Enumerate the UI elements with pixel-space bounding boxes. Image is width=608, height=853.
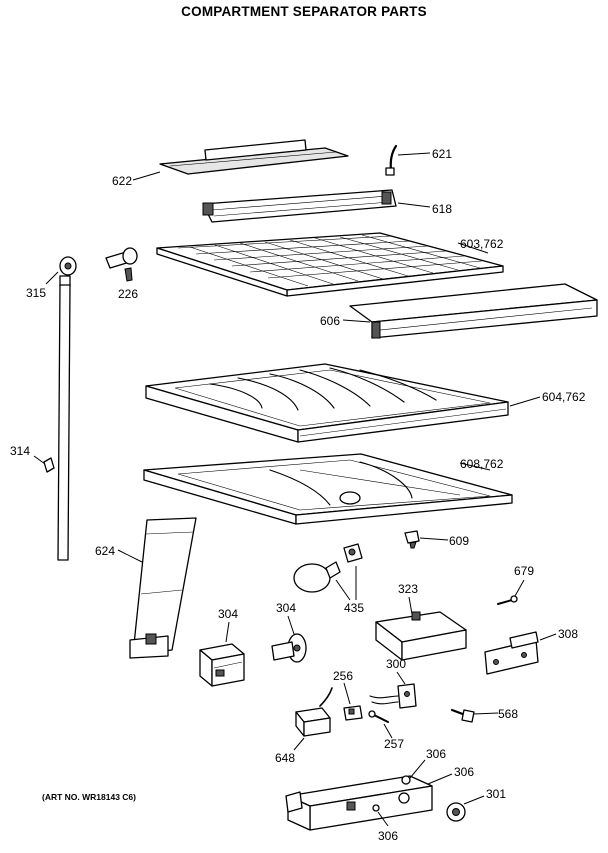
callout-568: 568	[498, 707, 518, 721]
callout-308: 308	[558, 627, 578, 641]
callout-624: 624	[95, 544, 115, 558]
callout-306a: 306	[426, 747, 446, 761]
callout-306c: 306	[378, 829, 398, 843]
part-603-shelf	[156, 232, 504, 297]
part-609-clip	[404, 530, 420, 549]
part-323-housing	[375, 611, 467, 661]
callout-606: 606	[320, 314, 340, 328]
callout-622: 622	[112, 174, 132, 188]
part-568-screw	[450, 708, 475, 723]
part-618-rail	[202, 189, 397, 223]
callout-608: 608,762	[460, 457, 504, 471]
callout-257: 257	[384, 737, 404, 751]
callout-226: 226	[118, 287, 138, 301]
callout-609: 609	[449, 534, 469, 548]
part-621-wire	[385, 144, 398, 176]
art-number: (ART NO. WR18143 C6)	[42, 792, 136, 802]
callout-323: 323	[398, 582, 418, 596]
part-435-bulb	[293, 543, 363, 593]
part-304-overload	[271, 633, 307, 663]
part-226-bolt	[105, 247, 138, 282]
part-604-cover	[145, 363, 509, 443]
callout-603: 603,762	[460, 237, 504, 251]
part-308-bracket	[484, 631, 539, 675]
part-606-trim	[349, 283, 598, 339]
callout-618: 618	[432, 202, 452, 216]
callout-306b: 306	[454, 765, 474, 779]
callout-304b: 304	[276, 601, 296, 615]
callout-648: 648	[275, 751, 295, 765]
part-315-hinge	[59, 256, 77, 287]
part-679-screw	[497, 595, 518, 605]
part-301-nut	[446, 802, 466, 822]
callout-256: 256	[333, 669, 353, 683]
callout-679: 679	[514, 564, 534, 578]
part-622-cover	[159, 139, 349, 175]
part-648-timer	[295, 687, 333, 737]
callout-604: 604,762	[542, 390, 586, 404]
diagram-title: COMPARTMENT SEPARATOR PARTS	[181, 4, 427, 19]
part-314-bar	[43, 284, 71, 561]
part-304-relay	[199, 643, 245, 687]
callout-301: 301	[486, 787, 506, 801]
callout-304a: 304	[218, 607, 238, 621]
part-608-separator	[143, 453, 513, 525]
part-306-bracket	[285, 775, 433, 831]
part-257-screw	[368, 710, 389, 723]
part-256-switch	[343, 705, 363, 721]
callout-314: 314	[10, 444, 30, 458]
callout-435: 435	[344, 601, 364, 615]
part-300-thermostat	[369, 683, 417, 709]
part-624-damper	[129, 517, 197, 659]
callout-621: 621	[432, 147, 452, 161]
callout-300: 300	[386, 657, 406, 671]
callout-315: 315	[26, 286, 46, 300]
